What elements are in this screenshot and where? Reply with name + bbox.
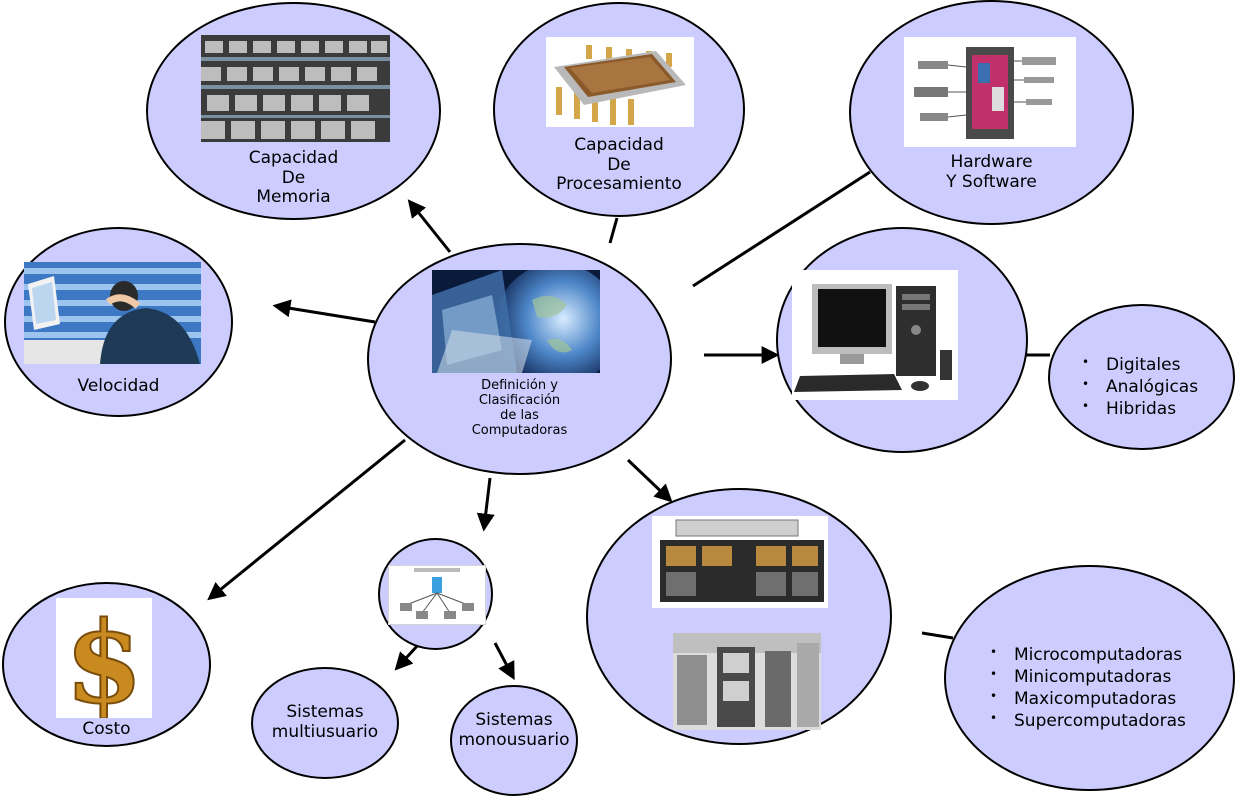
tamanos-list-bubble: Microcomputadoras Minicomputadoras Maxic…	[944, 565, 1235, 791]
procesamiento-label: Capacidad De Procesamiento	[556, 135, 682, 195]
node-tamanos-computadora[interactable]	[586, 488, 892, 745]
monousuario-label: Sistemas monousuario	[458, 710, 570, 750]
vintage-computer-room-image	[673, 633, 821, 730]
multiusuario-label: Sistemas multiusuario	[271, 702, 379, 742]
arrow-to-red	[476, 477, 495, 532]
node-hardware-software[interactable]: Hardware Y Software	[849, 0, 1134, 225]
costo-label: Costo	[82, 719, 131, 739]
hardware-label: Hardware Y Software	[946, 152, 1037, 192]
tipo-item: Hibridas	[1078, 398, 1198, 420]
tamanos-list: Microcomputadoras Minicomputadoras Maxic…	[986, 644, 1186, 732]
chip-image	[546, 37, 694, 127]
node-sistemas-multiusuario[interactable]: Sistemas multiusuario	[251, 667, 399, 779]
tamano-item: Minicomputadoras	[986, 666, 1186, 688]
earth-computer-image	[432, 270, 600, 373]
arrow-to-costo	[207, 438, 406, 601]
tamano-item: Maxicomputadoras	[986, 688, 1186, 710]
frustrated-user-image	[24, 262, 201, 364]
connector-to-hardware	[692, 170, 871, 288]
tipo-item: Digitales	[1078, 354, 1198, 376]
node-capacidad-procesamiento[interactable]: Capacidad De Procesamiento	[493, 2, 745, 217]
desktop-computer-image	[792, 270, 958, 400]
tipo-item: Analógicas	[1078, 376, 1198, 398]
node-sistemas-monousuario[interactable]: Sistemas monousuario	[450, 685, 578, 796]
client-server-network-image	[388, 565, 486, 625]
node-capacidad-memoria[interactable]: Capacidad De Memoria	[146, 2, 441, 220]
pc-components-image	[904, 37, 1076, 147]
tipos-list: Digitales Analógicas Hibridas	[1078, 354, 1198, 420]
arrow-to-memoria	[407, 199, 452, 253]
arrow-to-monousuario	[493, 642, 515, 681]
node-costo[interactable]: $ Costo	[2, 582, 211, 747]
connector-tamanos-list	[921, 631, 954, 640]
node-velocidad[interactable]: Velocidad	[4, 227, 233, 417]
mainframe-image	[652, 516, 828, 608]
center-label: Definición y Clasificación de las Comput…	[471, 378, 568, 438]
tamano-item: Microcomputadoras	[986, 644, 1186, 666]
tipos-list-bubble: Digitales Analógicas Hibridas	[1048, 304, 1235, 450]
svg-text:$: $	[65, 598, 143, 718]
center-node[interactable]: Definición y Clasificación de las Comput…	[367, 243, 672, 475]
arrow-to-tamanos	[626, 458, 673, 503]
arrow-to-multiusuario	[394, 643, 420, 671]
velocidad-label: Velocidad	[77, 376, 160, 396]
tamano-item: Supercomputadoras	[986, 710, 1186, 732]
server-room-image	[201, 35, 390, 142]
node-tipos-computadora[interactable]	[776, 227, 1028, 453]
memoria-label: Capacidad De Memoria	[248, 148, 339, 208]
arrow-to-velocidad	[272, 299, 376, 324]
dollar-sign-icon: $	[56, 598, 152, 718]
node-sistemas-red[interactable]	[378, 538, 493, 650]
connector-to-procesamiento	[608, 217, 619, 244]
